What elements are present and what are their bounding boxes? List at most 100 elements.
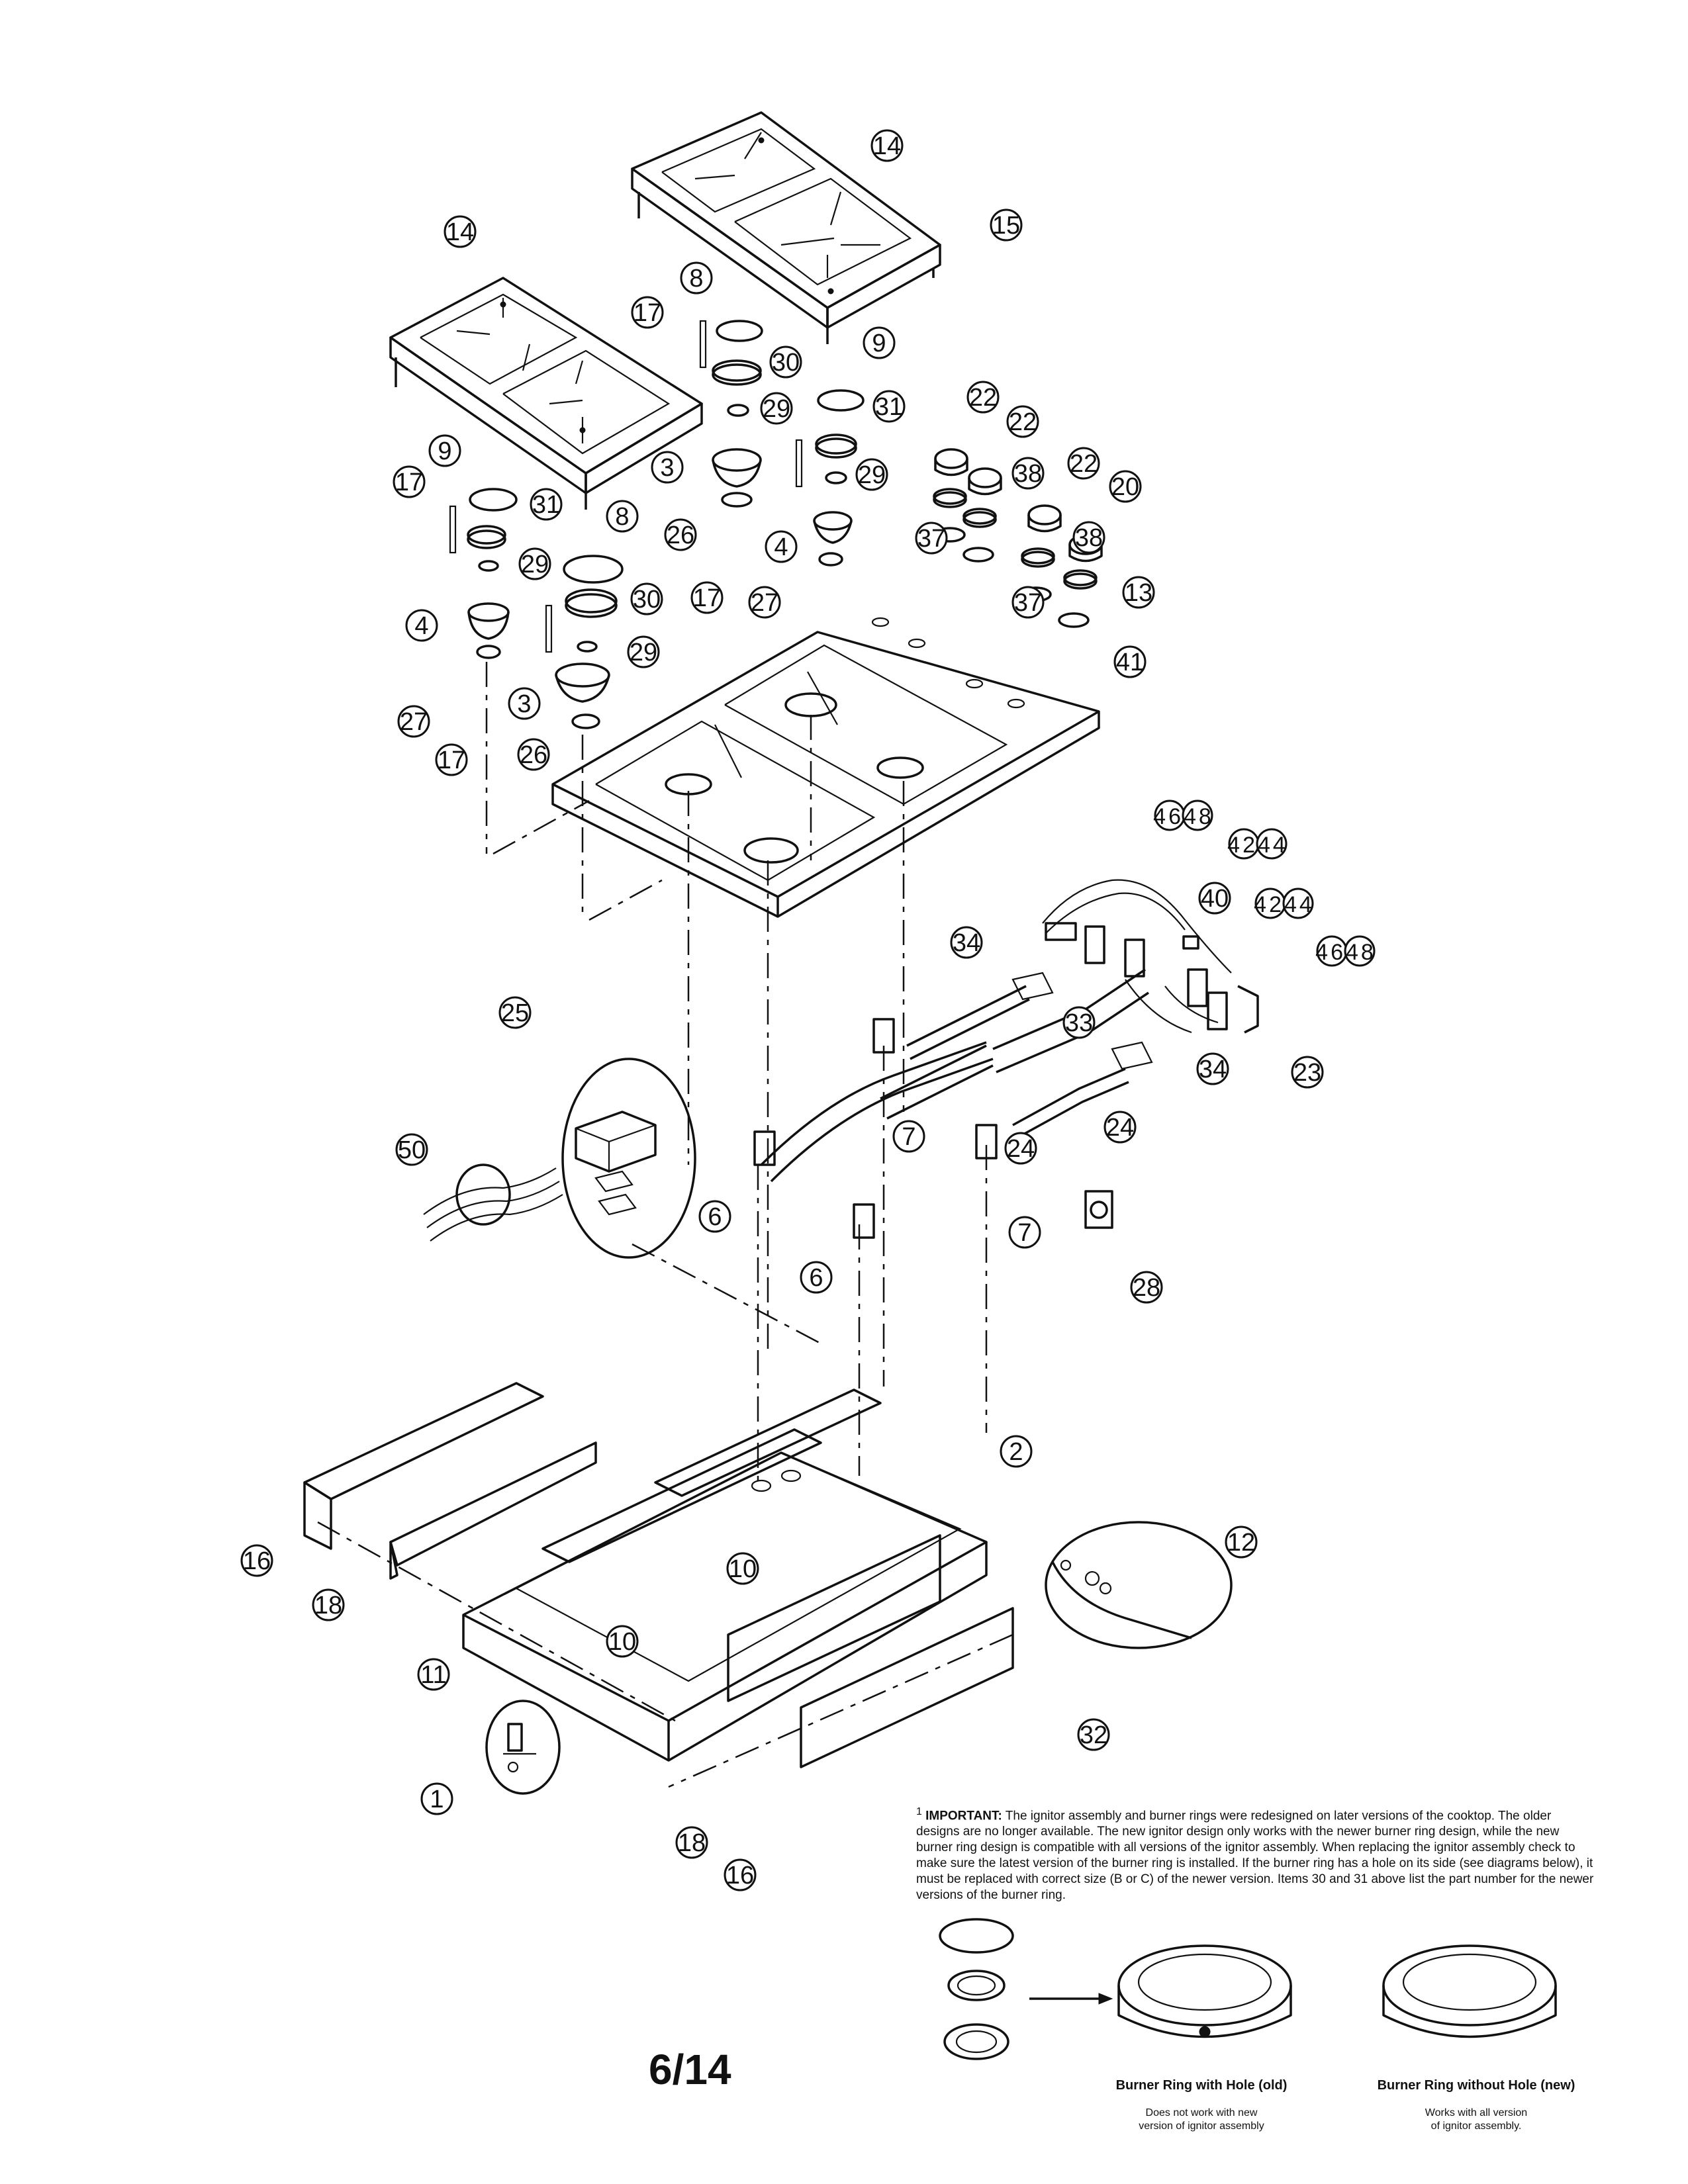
callout-c17b: 17: [393, 465, 426, 498]
callout-c13: 13: [1122, 576, 1155, 609]
callout-label: 33: [1065, 1009, 1093, 1037]
callout-label: 34: [1199, 1056, 1227, 1083]
callout-circle: [518, 547, 551, 580]
callout-label: 4244: [1254, 892, 1315, 917]
old-burner-ring-icon: [1117, 1944, 1292, 2038]
callout-circle: [990, 208, 1023, 242]
callout-circle: [870, 129, 904, 162]
callout-c27b: 27: [748, 586, 781, 619]
ring-old-title: Burner Ring with Hole (old): [1115, 2078, 1288, 2093]
cooktop-surface: [551, 617, 1100, 918]
callout-label: 22: [1070, 450, 1098, 478]
callout-circle: [1196, 1052, 1229, 1085]
callout-c30b: 30: [630, 582, 663, 615]
callout-circle: [690, 581, 724, 614]
callout-circle: [726, 1552, 759, 1585]
ring-new-sub1: Works with all version: [1425, 2107, 1528, 2118]
callout-label: 29: [521, 551, 549, 578]
callout-circle: [435, 743, 468, 776]
callout-circle: [395, 1133, 428, 1166]
callout-label: 9: [438, 437, 451, 465]
callout-label: 38: [1075, 524, 1103, 552]
callout-circle: [1182, 799, 1213, 831]
callout-label: 3: [660, 454, 674, 482]
callout-label: 22: [969, 384, 997, 412]
callout-circle: [627, 635, 660, 668]
callout-label: 30: [633, 586, 661, 614]
callout-circle: [1344, 935, 1376, 967]
callout-circle: [680, 261, 713, 295]
callout-label: 9: [872, 330, 886, 357]
callout-label: 16: [726, 1862, 754, 1889]
callout-c28: 28: [1130, 1271, 1163, 1304]
callout-c10b: 10: [606, 1625, 639, 1658]
callout-c8b: 8: [606, 500, 639, 533]
callout-label: 4244: [1227, 833, 1288, 858]
callout-circle: [606, 1625, 639, 1658]
callout-c22a: 22: [966, 381, 1000, 414]
callout-label: 28: [1133, 1274, 1160, 1302]
callout-circle: [1067, 447, 1100, 480]
note-body: The ignitor assembly and burner rings we…: [916, 1809, 1594, 1903]
callout-c4244b: 4244: [1254, 887, 1315, 919]
callout-c40: 40: [1198, 882, 1231, 915]
callout-label: 31: [875, 393, 903, 421]
callout-c18b: 18: [675, 1826, 708, 1859]
callout-circle: [630, 582, 663, 615]
callout-circle: [508, 687, 541, 720]
ignitor-harness: [1042, 879, 1259, 1034]
callout-label: 27: [751, 589, 778, 617]
callout-circle: [966, 381, 1000, 414]
ring-new-caption: Burner Ring without Hole (new) Works wit…: [1364, 2078, 1589, 2133]
callout-label: 18: [314, 1592, 342, 1619]
callout-c7b: 7: [1008, 1216, 1041, 1249]
callout-circle: [1077, 1718, 1110, 1751]
callout-label: 16: [243, 1547, 271, 1575]
callout-circle: [420, 1782, 453, 1815]
callout-circle: [631, 296, 664, 329]
callout-label: 38: [1014, 460, 1042, 488]
inset-25-junction-box: [561, 1058, 696, 1259]
callout-c37b: 37: [1011, 586, 1045, 619]
callout-circle: [393, 465, 426, 498]
callout-label: 4648: [1315, 940, 1376, 965]
ring-old-sub1: Does not work with new: [1145, 2107, 1258, 2118]
callout-c25: 25: [498, 996, 532, 1029]
callout-c14b: 14: [444, 215, 477, 248]
callout-label: 24: [1106, 1114, 1134, 1142]
callout-c38b: 38: [1072, 521, 1105, 554]
callout-c34a: 34: [950, 926, 983, 959]
callout-label: 29: [858, 461, 886, 489]
inset-28-valve-knob: [1084, 1190, 1113, 1229]
callout-label: 15: [992, 212, 1020, 240]
callout-label: 6: [809, 1264, 823, 1292]
callout-circle: [240, 1544, 273, 1577]
callout-label: 17: [395, 469, 423, 496]
callout-circle: [800, 1261, 833, 1294]
callout-label: 8: [689, 265, 703, 293]
note-heading: IMPORTANT:: [925, 1809, 1002, 1823]
callout-c15: 15: [990, 208, 1023, 242]
callout-circle: [1130, 1271, 1163, 1304]
callout-circle: [1103, 1111, 1137, 1144]
callout-c2: 2: [1000, 1435, 1033, 1468]
callout-circle: [1113, 645, 1147, 678]
callout-circle: [950, 926, 983, 959]
callout-label: 41: [1116, 649, 1144, 676]
callout-label: 7: [1017, 1219, 1031, 1247]
callout-label: 50: [398, 1136, 426, 1164]
callout-c27a: 27: [397, 705, 430, 738]
callout-c4b: 4: [765, 530, 798, 563]
callout-circle: [1291, 1056, 1324, 1089]
callout-label: 10: [608, 1628, 636, 1656]
callout-c24a: 24: [1004, 1132, 1037, 1165]
callout-c23: 23: [1291, 1056, 1324, 1089]
callout-c11: 11: [417, 1658, 450, 1691]
callout-circle: [1122, 576, 1155, 609]
callout-c6a: 6: [698, 1200, 731, 1233]
callout-label: 14: [446, 218, 474, 246]
callout-label: 29: [763, 395, 790, 423]
callout-circle: [872, 390, 906, 423]
callout-c4648b: 4648: [1315, 935, 1376, 967]
